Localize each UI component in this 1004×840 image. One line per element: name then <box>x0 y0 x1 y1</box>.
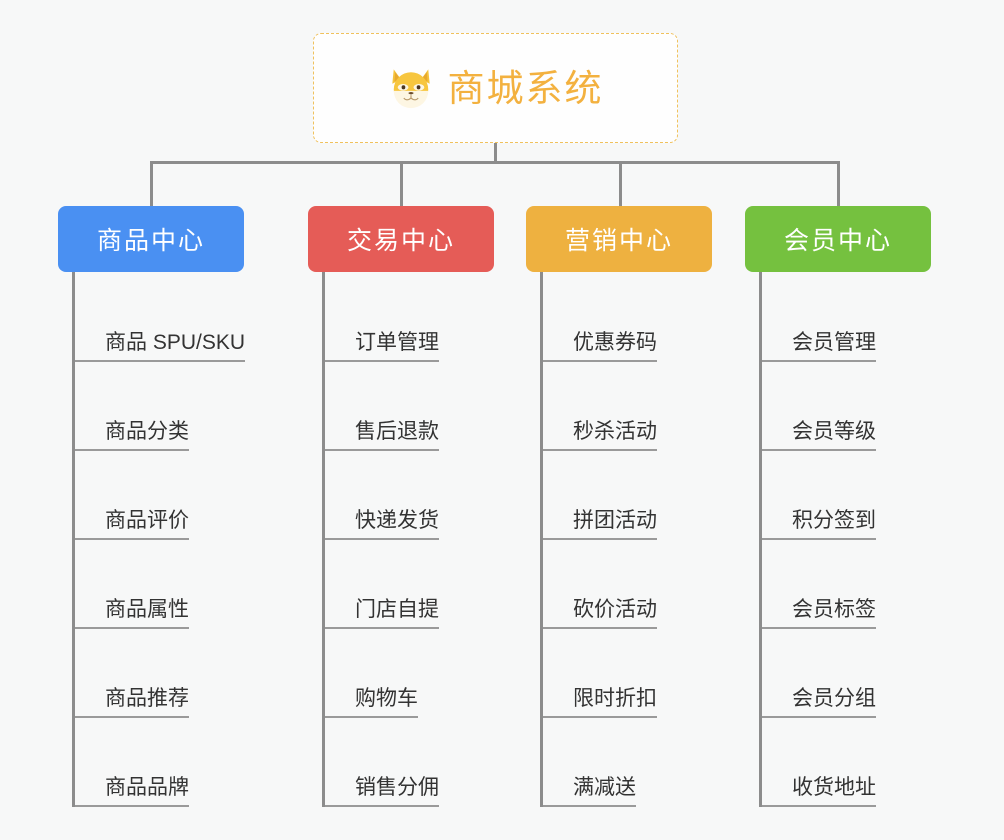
list-item[interactable]: 商品推荐 <box>75 629 244 718</box>
list-item[interactable]: 会员分组 <box>762 629 931 718</box>
list-item[interactable]: 秒杀活动 <box>543 362 712 451</box>
sub-item-list-member-center: 会员管理 会员等级 积分签到 会员标签 会员分组 收货地址 <box>759 272 931 807</box>
category-label: 营销中心 <box>564 227 673 255</box>
category-label: 商品中心 <box>96 227 205 255</box>
sub-item-list-product-center: 商品 SPU/SKU 商品分类 商品评价 商品属性 商品推荐 商品品牌 <box>72 272 246 807</box>
root-node-shop-system[interactable]: 商城系统 <box>313 33 678 143</box>
list-item[interactable]: 会员标签 <box>762 540 931 629</box>
list-item[interactable]: 限时折扣 <box>543 629 712 718</box>
sub-item-label: 优惠券码 <box>543 331 657 362</box>
connector-drop-2 <box>400 161 403 207</box>
sub-item-label: 商品评价 <box>75 509 189 540</box>
category-header-member-center[interactable]: 会员中心 <box>745 206 931 272</box>
sub-item-label: 快递发货 <box>325 509 439 540</box>
list-item[interactable]: 会员管理 <box>762 272 931 362</box>
sub-item-label: 商品分类 <box>75 420 189 451</box>
connector-drop-1 <box>150 161 153 207</box>
sub-item-label: 会员标签 <box>762 598 876 629</box>
sub-item-label: 门店自提 <box>325 598 439 629</box>
sub-item-label: 拼团活动 <box>543 509 657 540</box>
sub-item-label: 商品属性 <box>75 598 189 629</box>
list-item[interactable]: 商品评价 <box>75 451 244 540</box>
sub-item-label: 收货地址 <box>762 776 876 807</box>
list-item[interactable]: 会员等级 <box>762 362 931 451</box>
sub-item-label: 购物车 <box>325 687 418 718</box>
list-item[interactable]: 订单管理 <box>325 272 494 362</box>
category-column-product-center: 商品中心 商品 SPU/SKU 商品分类 商品评价 商品属性 商品推荐 商品品牌 <box>58 206 246 807</box>
list-item[interactable]: 门店自提 <box>325 540 494 629</box>
sub-item-label: 满减送 <box>543 776 636 807</box>
shiba-dog-icon <box>391 69 430 109</box>
category-header-trade-center[interactable]: 交易中心 <box>308 206 494 272</box>
sub-item-label: 订单管理 <box>325 331 439 362</box>
sub-item-label: 秒杀活动 <box>543 420 657 451</box>
category-label: 会员中心 <box>783 227 892 255</box>
sub-item-label: 会员等级 <box>762 420 876 451</box>
list-item[interactable]: 商品品牌 <box>75 718 244 807</box>
list-item[interactable]: 商品属性 <box>75 540 244 629</box>
sub-item-list-marketing-center: 优惠券码 秒杀活动 拼团活动 砍价活动 限时折扣 满减送 <box>540 272 712 807</box>
connector-root-stem <box>494 143 497 164</box>
connector-drop-3 <box>619 161 622 207</box>
list-item[interactable]: 积分签到 <box>762 451 931 540</box>
sub-item-label: 销售分佣 <box>325 776 439 807</box>
list-item[interactable]: 售后退款 <box>325 362 494 451</box>
sub-item-label: 商品推荐 <box>75 687 189 718</box>
sub-item-list-trade-center: 订单管理 售后退款 快递发货 门店自提 购物车 销售分佣 <box>322 272 494 807</box>
list-item[interactable]: 拼团活动 <box>543 451 712 540</box>
connector-drop-4 <box>837 161 840 207</box>
category-label: 交易中心 <box>346 227 455 255</box>
list-item[interactable]: 商品 SPU/SKU <box>75 272 246 362</box>
list-item[interactable]: 快递发货 <box>325 451 494 540</box>
category-column-trade-center: 交易中心 订单管理 售后退款 快递发货 门店自提 购物车 销售分佣 <box>308 206 494 807</box>
sub-item-label: 限时折扣 <box>543 687 657 718</box>
category-header-marketing-center[interactable]: 营销中心 <box>526 206 712 272</box>
root-node-title: 商城系统 <box>447 67 604 109</box>
list-item[interactable]: 购物车 <box>325 629 494 718</box>
list-item[interactable]: 销售分佣 <box>325 718 494 807</box>
sub-item-label: 砍价活动 <box>543 598 657 629</box>
category-column-member-center: 会员中心 会员管理 会员等级 积分签到 会员标签 会员分组 收货地址 <box>745 206 931 807</box>
list-item[interactable]: 收货地址 <box>762 718 931 807</box>
category-header-product-center[interactable]: 商品中心 <box>58 206 244 272</box>
list-item[interactable]: 商品分类 <box>75 362 244 451</box>
sub-item-label: 会员分组 <box>762 687 876 718</box>
sub-item-label: 商品 SPU/SKU <box>75 331 246 362</box>
category-column-marketing-center: 营销中心 优惠券码 秒杀活动 拼团活动 砍价活动 限时折扣 满减送 <box>526 206 712 807</box>
sub-item-label: 售后退款 <box>325 420 439 451</box>
list-item[interactable]: 满减送 <box>543 718 712 807</box>
sub-item-label: 积分签到 <box>762 509 876 540</box>
list-item[interactable]: 砍价活动 <box>543 540 712 629</box>
sub-item-label: 会员管理 <box>762 331 876 362</box>
list-item[interactable]: 优惠券码 <box>543 272 712 362</box>
sub-item-label: 商品品牌 <box>75 776 189 807</box>
connector-horizontal-bus <box>150 161 840 164</box>
